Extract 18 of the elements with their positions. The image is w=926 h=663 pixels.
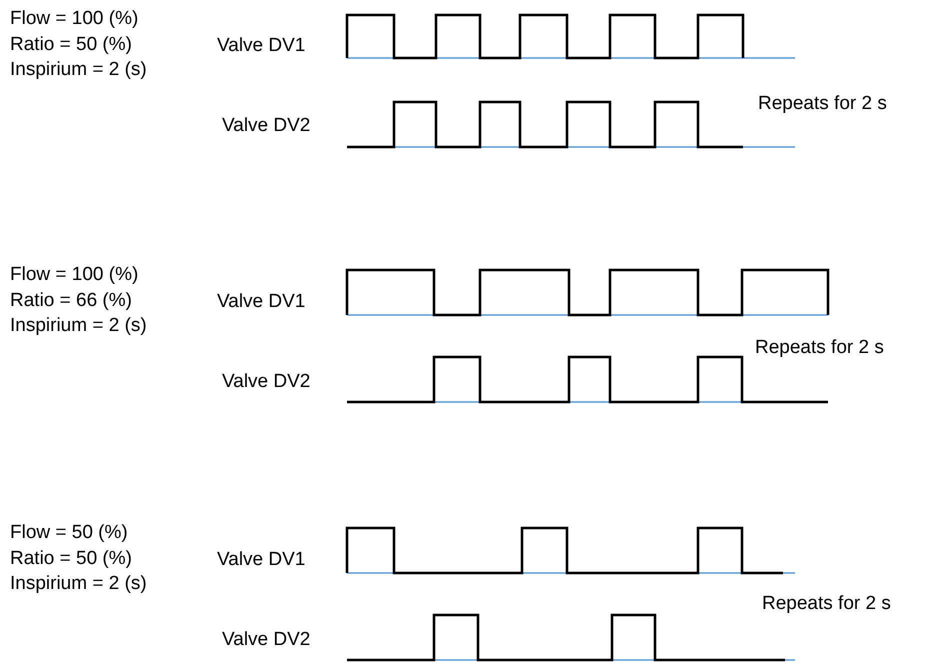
parameter-text: Flow = 50 (%) [10,522,128,544]
signal-label: Valve DV1 [217,35,306,57]
note-text: Repeats for 2 s [762,593,891,615]
signal-label: Valve DV2 [222,629,310,651]
parameter-text: Ratio = 50 (%) [10,548,132,570]
signal-label: Valve DV2 [222,371,310,393]
parameter-text: Inspirium = 2 (s) [10,59,147,81]
signal-label: Valve DV1 [217,291,306,313]
parameter-text: Inspirium = 2 (s) [10,573,147,595]
parameter-text: Inspirium = 2 (s) [10,315,147,337]
parameter-text: Flow = 100 (%) [10,264,138,286]
note-text: Repeats for 2 s [755,337,884,359]
note-text: Repeats for 2 s [758,93,887,115]
parameter-text: Ratio = 50 (%) [10,34,132,56]
signal-label: Valve DV1 [217,549,306,571]
parameter-text: Flow = 100 (%) [10,8,138,30]
parameter-text: Ratio = 66 (%) [10,290,132,312]
signal-label: Valve DV2 [222,115,310,137]
